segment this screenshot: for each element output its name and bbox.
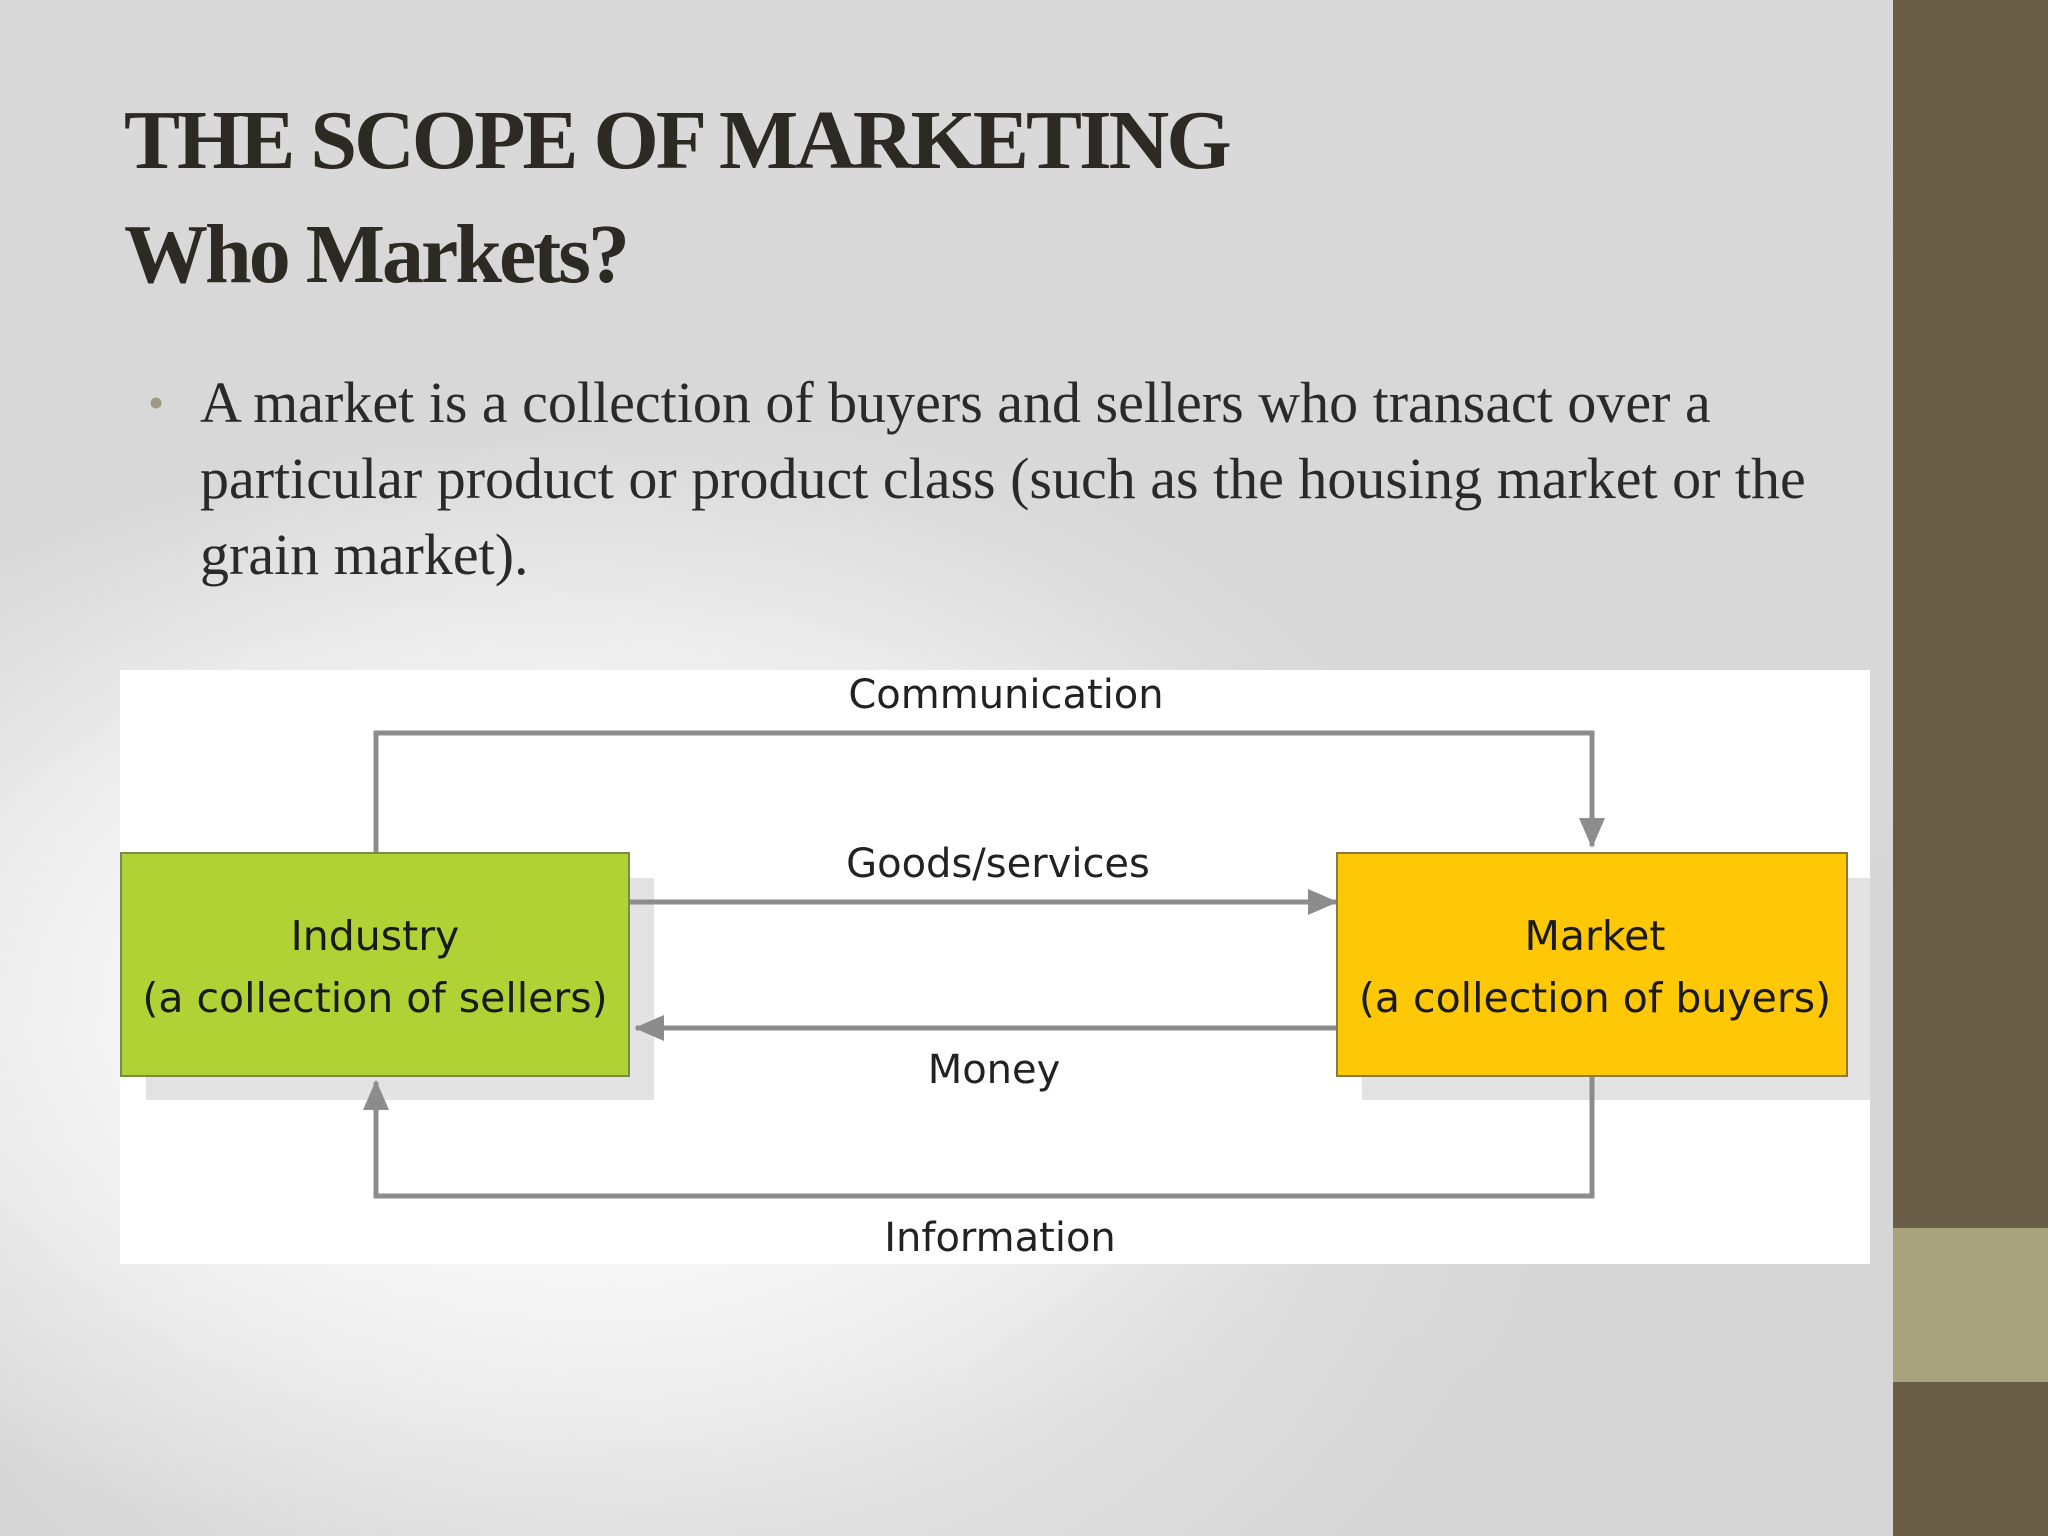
money-label: Money <box>928 1047 1061 1093</box>
slide-title: THE SCOPE OF MARKETING Who Markets? <box>124 84 1824 312</box>
bullet-list: • A market is a collection of buyers and… <box>148 365 1808 593</box>
side-accent-block <box>1893 1228 2048 1382</box>
market-box <box>1336 852 1848 1077</box>
bullet-item: • A market is a collection of buyers and… <box>148 365 1808 593</box>
title-line-1: THE SCOPE OF MARKETING <box>124 94 1232 187</box>
bullet-dot-icon: • <box>148 377 165 428</box>
bullet-text: A market is a collection of buyers and s… <box>200 370 1806 587</box>
market-subtitle: (a collection of buyers) <box>1359 974 1831 1022</box>
industry-title: Industry <box>291 912 460 960</box>
information-arrow <box>363 1076 1595 1199</box>
goods-label: Goods/services <box>846 841 1150 887</box>
communication-label: Communication <box>848 672 1163 718</box>
title-line-2: Who Markets? <box>124 208 630 301</box>
industry-subtitle: (a collection of sellers) <box>142 974 607 1022</box>
industry-box <box>120 852 630 1077</box>
market-title: Market <box>1525 912 1666 960</box>
information-label: Information <box>884 1215 1116 1261</box>
communication-arrow <box>373 730 1605 852</box>
